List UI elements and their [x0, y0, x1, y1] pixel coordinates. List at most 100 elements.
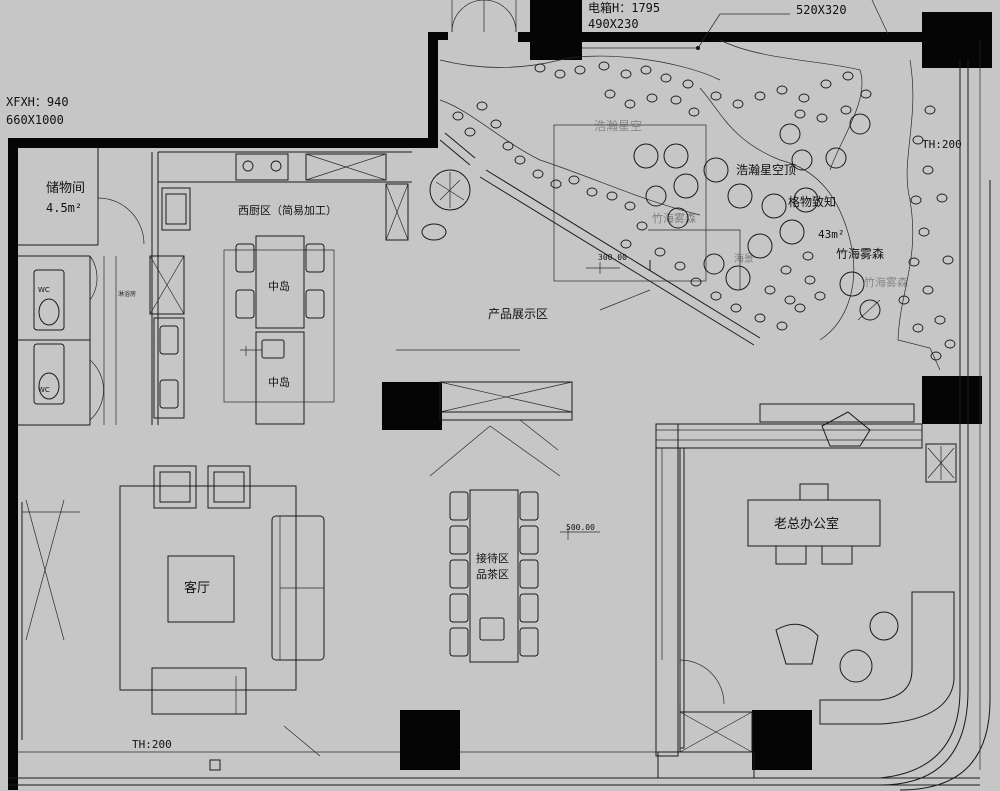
stepping-stone: [798, 93, 810, 103]
storage-room-label: 储物间: [46, 181, 85, 196]
stepping-stone: [670, 95, 682, 105]
stepping-stone: [636, 221, 648, 231]
stepping-stone: [514, 155, 526, 165]
dianxiang-label: 电箱H：1795: [588, 0, 660, 15]
boss-office: [655, 403, 957, 779]
stepping-stone: [910, 195, 922, 205]
faint-bamboo-label: 竹海雾森: [652, 211, 696, 225]
stepping-stone: [754, 313, 766, 323]
stepping-stone: [476, 101, 488, 111]
storage-area-label: 4.5m²: [46, 201, 82, 215]
stepping-stone: [690, 277, 702, 287]
garden: [421, 39, 956, 371]
boundary-lines: [8, 40, 991, 791]
stepping-stone: [934, 315, 946, 325]
stepping-stone: [660, 73, 672, 83]
stepping-stone: [936, 193, 948, 203]
stepping-stone: [840, 105, 852, 115]
annotation-leaders: [240, 0, 889, 757]
stepping-stone: [620, 239, 632, 249]
stepping-stone: [922, 165, 934, 175]
west-kitchen: [149, 151, 412, 425]
ceiling-label: 浩瀚星空顶: [736, 162, 796, 177]
stepping-stone: [710, 291, 722, 301]
level-300-label: 300.00: [598, 253, 627, 262]
reception-tea: [429, 425, 561, 663]
stepping-stone: [682, 79, 694, 89]
stepping-stone: [820, 79, 832, 89]
stepping-stone: [754, 91, 766, 101]
stepping-stone: [554, 69, 566, 79]
gewu-label: 格物致知: [788, 194, 836, 209]
xfxh-size-label: 660X1000: [6, 113, 64, 127]
stepping-stone: [620, 69, 632, 79]
stepping-stone: [688, 107, 700, 117]
stepping-stone: [568, 175, 580, 185]
stepping-stone: [944, 339, 956, 349]
stepping-stone: [816, 113, 828, 123]
product-area-label: 产品展示区: [488, 307, 548, 321]
stepping-stone: [490, 119, 502, 129]
island-label-1: 中岛: [268, 279, 290, 293]
stepping-stone: [550, 179, 562, 189]
stepping-stone: [842, 71, 854, 81]
stepping-stone: [814, 291, 826, 301]
stepping-stone: [922, 285, 934, 295]
stepping-stone: [860, 89, 872, 99]
top-right-size-label: 520X320: [796, 3, 847, 17]
stepping-stone: [732, 99, 744, 109]
stepping-stone: [624, 201, 636, 211]
faint-ceiling-label: 浩瀚星空: [594, 118, 642, 133]
stepping-stone: [624, 99, 636, 109]
stepping-stone: [710, 91, 722, 101]
stepping-stone: [924, 105, 936, 115]
living-room-label: 客厅: [184, 580, 210, 596]
svg-text:淋浴房: 淋浴房: [118, 290, 136, 298]
th-right-label: TH:200: [922, 138, 962, 151]
stepping-stone: [784, 295, 796, 305]
reception-label: 接待区: [476, 551, 509, 565]
walls: [8, 0, 992, 790]
stepping-stone: [646, 93, 658, 103]
xfxh-label: XFXH：940: [6, 95, 69, 109]
stepping-stone: [604, 89, 616, 99]
level-500-label: 500.00: [566, 523, 595, 532]
stepping-stone: [674, 261, 686, 271]
entrance-door: [451, 0, 517, 33]
stepping-stone: [764, 285, 776, 295]
stepping-stone: [598, 61, 610, 71]
stepping-stone: [532, 169, 544, 179]
stepping-stone: [464, 127, 476, 137]
stepping-stone: [802, 251, 814, 261]
stepping-stone: [794, 303, 806, 313]
stepping-stone: [502, 141, 514, 151]
stepping-stone: [942, 255, 954, 265]
stepping-stone: [574, 65, 586, 75]
faint-left-label: 竹海雾森: [864, 275, 908, 289]
stepping-stone: [776, 321, 788, 331]
boss-office-label: 老总办公室: [774, 516, 839, 532]
dianxiang-size-label: 490X230: [588, 17, 639, 31]
stepping-stone: [534, 63, 546, 73]
stepping-stone: [586, 187, 598, 197]
tea-label: 品茶区: [476, 568, 509, 581]
stepping-stone: [930, 351, 942, 361]
stepping-stone: [912, 135, 924, 145]
stepping-stone: [640, 65, 652, 75]
stepping-stone: [908, 257, 920, 267]
stepping-stone: [452, 111, 464, 121]
bamboo-label: 竹海雾森: [836, 246, 884, 261]
storage-wc: 淋浴房: [18, 148, 145, 426]
stepping-stone: [918, 227, 930, 237]
stepping-stone: [794, 109, 806, 119]
stepping-stone: [730, 303, 742, 313]
stepping-stone: [654, 247, 666, 257]
living-room: [21, 465, 325, 771]
stepping-stone: [606, 191, 618, 201]
product-display: [396, 349, 573, 451]
stepping-stone: [780, 265, 792, 275]
wc-label-1: WC: [38, 286, 50, 294]
stepping-stone: [912, 323, 924, 333]
stepping-stone: [898, 295, 910, 305]
garden-area-label: 43m²: [818, 228, 845, 241]
